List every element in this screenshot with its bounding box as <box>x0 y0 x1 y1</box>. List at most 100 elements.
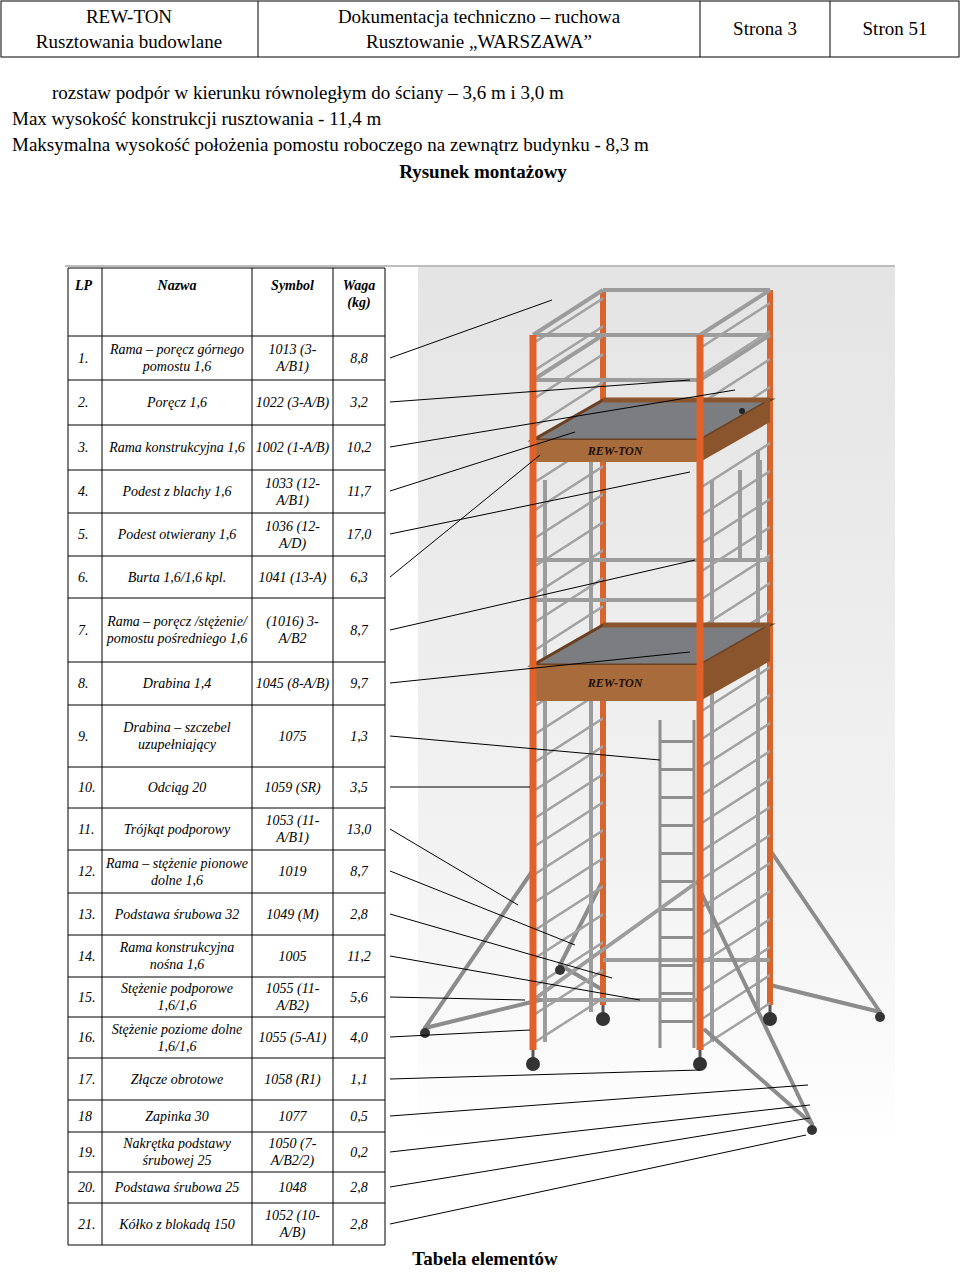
table-caption: Tabela elementów <box>285 1249 685 1269</box>
page-number: Strona 3 <box>700 18 830 40</box>
part-symbol: 1052 (10-A/B) <box>253 1204 332 1244</box>
part-weight: 5,6 <box>334 978 384 1016</box>
row-number: 18 <box>69 1101 101 1131</box>
part-name: Trójkąt podporowy <box>103 809 251 849</box>
header-frame <box>1 1 959 57</box>
row-number: 7. <box>69 599 101 661</box>
part-symbol: 1059 (SR) <box>253 768 332 807</box>
row-number: 8. <box>69 663 101 704</box>
part-name: Rama – poręcz /stężenie/ pomostu pośredn… <box>103 599 251 661</box>
part-symbol: (1016) 3-A/B2 <box>253 599 332 661</box>
part-weight: 3,5 <box>334 768 384 807</box>
part-weight: 17,0 <box>334 514 384 555</box>
part-symbol: 1077 <box>253 1101 332 1131</box>
part-name: Podstawa śrubowa 32 <box>103 894 251 934</box>
part-weight: 11,7 <box>334 471 384 512</box>
table-header: LP <box>69 269 101 335</box>
part-weight: 0,2 <box>334 1133 384 1171</box>
part-name: Odciąg 20 <box>103 768 251 807</box>
table-header: Symbol <box>253 269 332 335</box>
part-weight: 1,1 <box>334 1059 384 1099</box>
part-symbol: 1055 (11-A/B2) <box>253 978 332 1016</box>
part-weight: 0,5 <box>334 1101 384 1131</box>
part-weight: 9,7 <box>334 663 384 704</box>
part-symbol: 1045 (8-A/B) <box>253 663 332 704</box>
part-weight: 2,8 <box>334 1204 384 1244</box>
part-name: Burta 1,6/1,6 kpl. <box>103 557 251 597</box>
part-symbol: 1013 (3-A/B1) <box>253 337 332 379</box>
part-symbol: 1050 (7-A/B2/2) <box>253 1133 332 1171</box>
part-weight: 2,8 <box>334 1173 384 1202</box>
part-name: Zapinka 30 <box>103 1101 251 1131</box>
part-name: Nakrętka podstawy śrubowej 25 <box>103 1133 251 1171</box>
table-header: Nazwa <box>103 269 251 335</box>
part-name: Rama konstrukcyjna nośna 1,6 <box>103 936 251 976</box>
row-number: 11. <box>69 809 101 849</box>
part-weight: 11,2 <box>334 936 384 976</box>
part-symbol: 1022 (3-A/B) <box>253 381 332 424</box>
figure-title: Rysunek montażowy <box>280 161 686 183</box>
part-weight: 6,3 <box>334 557 384 597</box>
row-number: 9. <box>69 706 101 766</box>
row-number: 14. <box>69 936 101 976</box>
illustration-top-edge <box>65 265 895 267</box>
scaffold-illustration <box>420 290 885 1135</box>
page-count: Stron 51 <box>830 18 960 40</box>
part-symbol: 1005 <box>253 936 332 976</box>
part-symbol: 1041 (13-A) <box>253 557 332 597</box>
part-name: Rama – stężenie pionowe dolne 1,6 <box>103 851 251 892</box>
part-name: Złącze obrotowe <box>103 1059 251 1099</box>
spec-line: rozstaw podpór w kierunku równoległym do… <box>52 82 932 104</box>
part-name: Rama konstrukcyjna 1,6 <box>103 426 251 469</box>
part-name: Podstawa śrubowa 25 <box>103 1173 251 1202</box>
table-grid <box>68 268 385 1245</box>
part-name: Drabina 1,4 <box>103 663 251 704</box>
part-weight: 2,8 <box>334 894 384 934</box>
part-symbol: 1049 (M) <box>253 894 332 934</box>
part-weight: 8,7 <box>334 599 384 661</box>
part-weight: 10,2 <box>334 426 384 469</box>
part-symbol: 1033 (12-A/B1) <box>253 471 332 512</box>
row-number: 12. <box>69 851 101 892</box>
part-weight: 13,0 <box>334 809 384 849</box>
illustration-background <box>418 265 895 1145</box>
brand-mark: REW-TON <box>583 674 649 693</box>
row-number: 4. <box>69 471 101 512</box>
part-name: Stężenie poziome dolne 1,6/1,6 <box>103 1018 251 1057</box>
row-number: 6. <box>69 557 101 597</box>
part-name: Podest z blachy 1,6 <box>103 471 251 512</box>
row-number: 5. <box>69 514 101 555</box>
row-number: 17. <box>69 1059 101 1099</box>
part-symbol: 1048 <box>253 1173 332 1202</box>
part-name: Rama – poręcz górnego pomostu 1,6 <box>103 337 251 379</box>
part-symbol: 1053 (11-A/B1) <box>253 809 332 849</box>
part-symbol: 1002 (1-A/B) <box>253 426 332 469</box>
part-weight: 4,0 <box>334 1018 384 1057</box>
part-weight: 8,7 <box>334 851 384 892</box>
part-symbol: 1019 <box>253 851 332 892</box>
table-header: Waga (kg) <box>334 269 384 335</box>
row-number: 16. <box>69 1018 101 1057</box>
row-number: 13. <box>69 894 101 934</box>
part-name: Poręcz 1,6 <box>103 381 251 424</box>
header-text: Rusztowanie „WARSZAWA” <box>258 31 700 53</box>
part-name: Kółko z blokadą 150 <box>103 1204 251 1244</box>
row-number: 15. <box>69 978 101 1016</box>
spec-line: Maksymalna wysokość położenia pomostu ro… <box>12 134 952 156</box>
part-symbol: 1036 (12-A/D) <box>253 514 332 555</box>
row-number: 1. <box>69 337 101 379</box>
part-name: Stężenie podporowe 1,6/1,6 <box>103 978 251 1016</box>
row-number: 3. <box>69 426 101 469</box>
header-text: Rusztowania budowlane <box>0 31 258 53</box>
row-number: 21. <box>69 1204 101 1244</box>
spec-line: Max wysokość konstrukcji rusztowania - 1… <box>12 108 932 130</box>
header-text: REW-TON <box>0 6 258 28</box>
header-text: Dokumentacja techniczno – ruchowa <box>258 6 700 28</box>
part-weight: 3,2 <box>334 381 384 424</box>
part-symbol: 1058 (R1) <box>253 1059 332 1099</box>
part-name: Podest otwierany 1,6 <box>103 514 251 555</box>
part-symbol: 1055 (5-A1) <box>253 1018 332 1057</box>
row-number: 2. <box>69 381 101 424</box>
row-number: 20. <box>69 1173 101 1202</box>
